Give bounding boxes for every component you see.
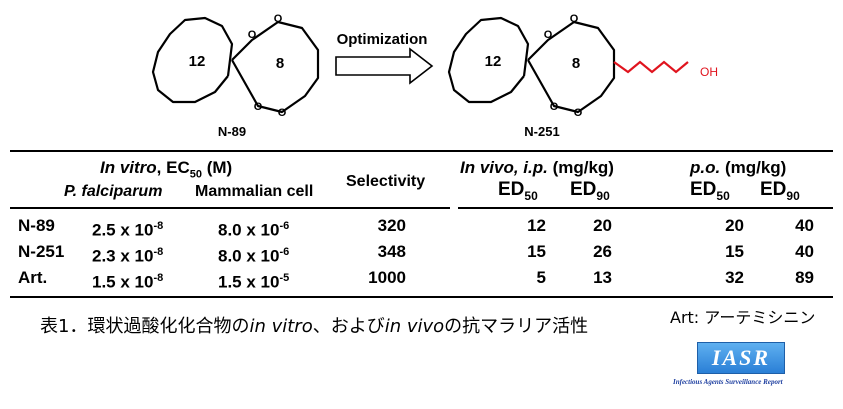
hydroxyl-label: OH xyxy=(700,65,718,79)
iasr-logo: IASR xyxy=(697,342,785,374)
side-chain xyxy=(613,60,689,74)
in-vivo-header: In vivo, i.p. (mg/kg) xyxy=(460,158,614,177)
selectivity-header: Selectivity xyxy=(346,173,426,190)
in-vitro-header: In vitro, EC50 (M) xyxy=(100,158,233,181)
oxygen-label: O xyxy=(274,13,283,25)
ip-ed90-value: 13 xyxy=(593,268,612,287)
right-12-ring xyxy=(447,16,530,104)
ip-ed90-value: 26 xyxy=(593,242,612,261)
ip-ed50-value: 12 xyxy=(527,216,546,235)
ring-size-label: 8 xyxy=(572,55,580,72)
mammal-value: 8.0 x 10-6 xyxy=(218,246,290,266)
row-name: Art. xyxy=(18,268,48,287)
pf-column-header: P. falciparum xyxy=(64,183,163,200)
selectivity-value: 320 xyxy=(377,216,406,235)
mammal-value: 8.0 x 10-6 xyxy=(218,220,290,240)
arrow-label: Optimization xyxy=(337,31,428,48)
row-name: N-251 xyxy=(18,242,65,261)
po-ed90-value: 40 xyxy=(795,216,814,235)
right-compound-label: N-251 xyxy=(524,124,559,139)
selectivity-value: 348 xyxy=(377,242,406,261)
left-8-ring xyxy=(231,20,320,114)
pf-value: 2.5 x 10-8 xyxy=(92,220,164,240)
mammal-value: 1.5 x 10-5 xyxy=(218,272,290,292)
oxygen-label: O xyxy=(248,29,257,41)
ring-size-label: 12 xyxy=(189,53,206,70)
oxygen-label: O xyxy=(570,13,579,25)
pf-value: 2.3 x 10-8 xyxy=(92,246,164,266)
ip-ed50-header: ED50 xyxy=(498,179,538,203)
po-ed90-header: ED90 xyxy=(760,179,800,203)
po-ed90-value: 40 xyxy=(795,242,814,261)
table-caption: 表1．環状過酸化化合物のin vitro、およびin vivoの抗マラリア活性 xyxy=(40,316,589,337)
left-compound-label: N-89 xyxy=(218,124,246,139)
ring-size-label: 8 xyxy=(276,55,284,72)
right-8-ring xyxy=(527,20,616,114)
ip-ed90-header: ED90 xyxy=(570,179,610,203)
oxygen-label: O xyxy=(278,107,287,119)
table-mid-rule-right xyxy=(458,207,833,209)
po-header: p.o. (mg/kg) xyxy=(690,158,787,177)
iasr-logo-subtitle: Infectious Agents Surveillance Report xyxy=(673,378,783,386)
mammal-column-header: Mammalian cell xyxy=(195,183,314,200)
left-12-ring xyxy=(151,16,234,104)
ip-ed50-value: 15 xyxy=(527,242,546,261)
po-ed50-value: 15 xyxy=(725,242,744,261)
oxygen-label: O xyxy=(254,101,263,113)
pf-value: 1.5 x 10-8 xyxy=(92,272,164,292)
po-ed90-value: 89 xyxy=(795,268,814,287)
ip-ed50-value: 5 xyxy=(536,268,546,287)
oxygen-label: O xyxy=(550,101,559,113)
po-ed50-value: 20 xyxy=(725,216,744,235)
po-ed50-header: ED50 xyxy=(690,179,730,203)
selectivity-value: 1000 xyxy=(368,268,406,287)
ring-size-label: 12 xyxy=(485,53,502,70)
oxygen-label: O xyxy=(574,107,583,119)
table-top-rule xyxy=(10,150,833,152)
reaction-arrow xyxy=(335,47,434,85)
ip-ed90-value: 20 xyxy=(593,216,612,235)
oxygen-label: O xyxy=(544,29,553,41)
row-name: N-89 xyxy=(18,216,55,235)
table-mid-rule-left xyxy=(10,207,450,209)
table-bottom-rule xyxy=(10,296,833,298)
artemisinin-note: Art: アーテミシニン xyxy=(670,308,816,327)
po-ed50-value: 32 xyxy=(725,268,744,287)
reaction-scheme: O O O O O O O O 12 8 12 8 OH Optimizatio… xyxy=(151,13,718,139)
